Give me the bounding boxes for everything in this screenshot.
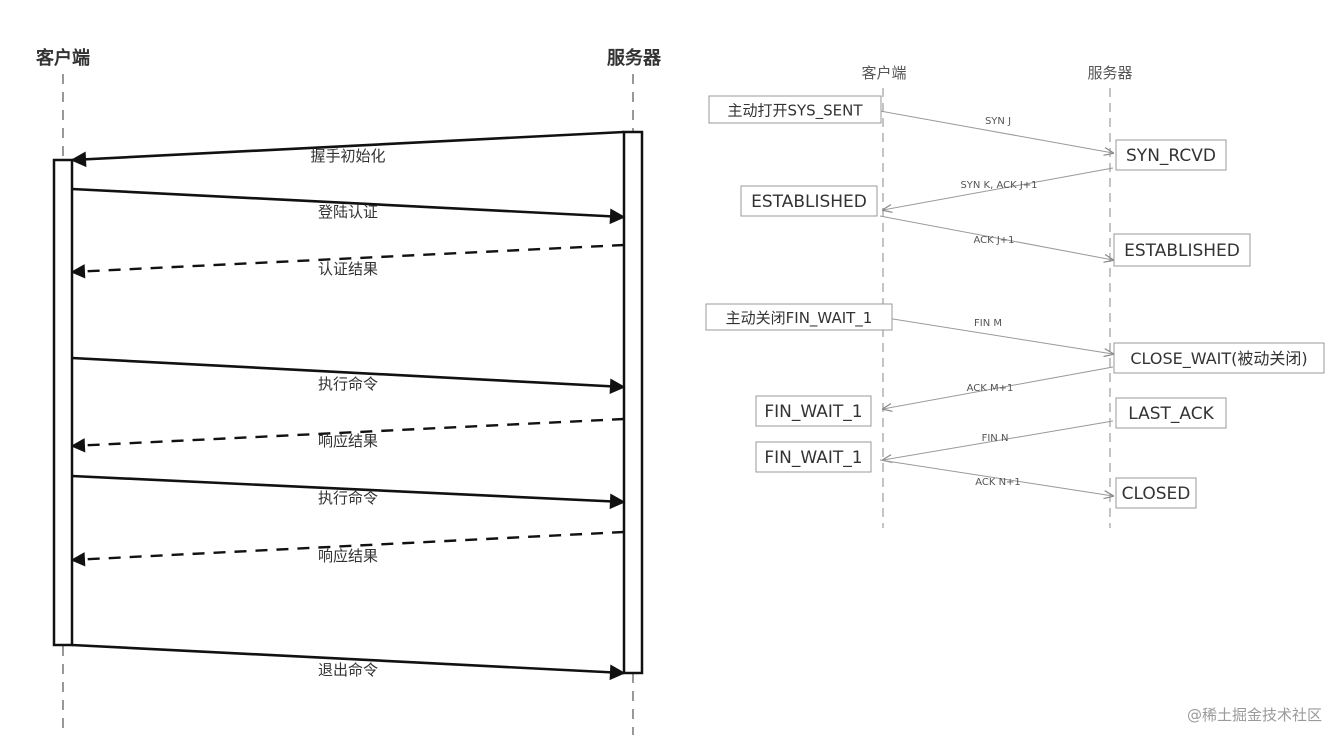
tcp-server-state-box-1 [1115, 139, 1227, 171]
left-message-label-7: 响应结果 [318, 547, 378, 565]
tcp-server-state-label-1: SYN_RCVD [1126, 146, 1216, 166]
tcp-message-label-3: ACK J+1 [973, 235, 1014, 246]
tcp-server-state-label-4: LAST_ACK [1128, 404, 1214, 424]
left-message-arrow-7 [70, 530, 625, 567]
right-states: 主动打开SYS_SENTESTABLISHED主动关闭FIN_WAIT_1FIN… [705, 95, 1325, 509]
left-message-arrow-2 [71, 187, 626, 225]
tcp-message-label-5: ACK M+1 [967, 383, 1014, 394]
tcp-message-label-7: ACK N+1 [975, 477, 1021, 488]
left-message-label-6: 执行命令 [318, 489, 378, 507]
tcp-client-state-label-5: FIN_WAIT_1 [764, 448, 862, 468]
tcp-message-arrow-6 [883, 420, 1114, 460]
left-message-label-3: 认证结果 [318, 260, 378, 278]
left-message-arrow-4 [71, 356, 626, 395]
mysql-protocol-diagram: 客户端 服务器 握手初始化登陆认证认证结果执行命令响应结果执行命令响应结果退出命… [36, 47, 662, 735]
tcp-server-state-label-3: CLOSE_WAIT(被动关闭) [1130, 349, 1307, 369]
tcp-message-arrow-7 [879, 459, 1113, 496]
left-message-label-8: 退出命令 [318, 661, 378, 679]
left-message-label-2: 登陆认证 [318, 203, 378, 221]
left-client-activation-bar [52, 158, 74, 647]
tcp-message-arrow-5 [883, 366, 1114, 409]
tcp-client-state-label-3: 主动关闭FIN_WAIT_1 [726, 309, 873, 328]
tcp-client-state-label-2: ESTABLISHED [751, 192, 867, 212]
left-message-arrow-8 [71, 643, 626, 681]
left-message-arrow-6 [71, 474, 626, 510]
tcp-server-state-box-5 [1115, 477, 1197, 509]
tcp-message-label-4: FIN M [974, 318, 1002, 329]
tcp-message-label-2: SYN K, ACK J+1 [960, 180, 1037, 191]
tcp-client-state-box-1 [708, 95, 882, 124]
tcp-client-state-box-3 [705, 303, 893, 331]
tcp-message-arrow-3 [879, 215, 1113, 260]
tcp-client-state-box-4 [755, 395, 872, 427]
tcp-server-state-box-4 [1115, 397, 1227, 429]
left-server-title: 服务器 [607, 47, 662, 69]
tcp-message-label-6: FIN N [982, 433, 1009, 444]
left-client-title: 客户端 [36, 47, 90, 69]
right-server-title: 服务器 [1087, 64, 1132, 82]
tcp-client-state-box-5 [755, 441, 872, 473]
left-message-label-5: 响应结果 [318, 432, 378, 450]
tcp-client-state-label-1: 主动打开SYS_SENT [727, 102, 863, 121]
tcp-server-state-label-2: ESTABLISHED [1124, 241, 1240, 261]
tcp-message-arrow-4 [879, 316, 1113, 354]
left-message-arrow-3 [70, 243, 625, 279]
tcp-message-arrow-2 [883, 167, 1114, 210]
tcp-server-state-label-5: CLOSED [1122, 484, 1191, 504]
left-message-label-1: 握手初始化 [310, 147, 385, 165]
right-client-title: 客户端 [861, 64, 906, 82]
tcp-server-state-box-3 [1113, 342, 1325, 374]
left-message-label-4: 执行命令 [318, 375, 378, 393]
tcp-server-state-box-2 [1113, 233, 1251, 267]
tcp-message-label-1: SYN J [985, 116, 1011, 127]
tcp-message-arrow-1 [879, 110, 1113, 153]
tcp-client-state-label-4: FIN_WAIT_1 [764, 402, 862, 422]
left-message-arrow-5 [70, 417, 625, 453]
watermark: @稀土掘金技术社区 [1187, 706, 1322, 724]
tcp-client-state-box-2 [740, 185, 878, 217]
left-message-arrow-1 [70, 130, 625, 168]
left-server-activation-bar [622, 130, 644, 675]
